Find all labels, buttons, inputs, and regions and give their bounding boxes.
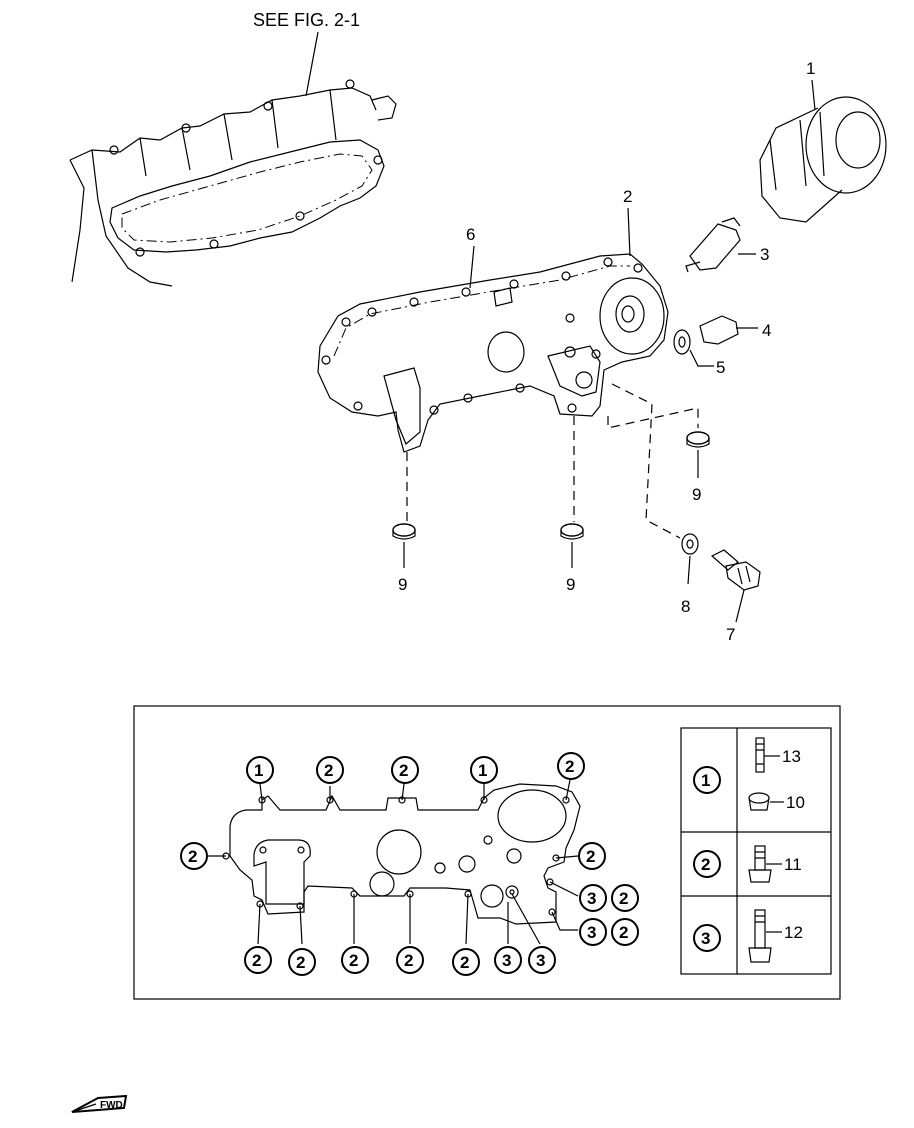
legend-key-1: 1 [701, 771, 710, 790]
plug-center: 9 [560, 416, 584, 594]
bolt-code: 2 [619, 889, 628, 908]
callout-3: 3 [760, 245, 769, 264]
bolt-code: 2 [619, 923, 628, 942]
bolt-code: 2 [188, 847, 197, 866]
legend-part-10: 10 [786, 793, 805, 812]
bolt-layout-frame [133, 705, 841, 1000]
legend-part-13: 13 [782, 747, 801, 766]
legend-key-3: 3 [701, 929, 710, 948]
cylinder-block-reference: SEE FIG. 2-1 [69, 10, 397, 287]
bolt-code: 3 [536, 951, 545, 970]
temperature-sender: 8 7 [611, 383, 761, 644]
bolt-code: 3 [587, 889, 596, 908]
callout-8: 8 [681, 597, 690, 616]
union-bolt: 4 5 [673, 315, 771, 377]
oil-pressure-switch: 3 [685, 217, 769, 273]
fwd-label: FWD [100, 1100, 123, 1111]
callout-1: 1 [806, 59, 815, 78]
bolt-code: 3 [587, 923, 596, 942]
plug-right: 9 [607, 407, 710, 504]
callout-4: 4 [762, 321, 771, 340]
legend-key-2: 2 [701, 855, 710, 874]
bolt-code: 3 [502, 951, 511, 970]
bolt-code: 1 [254, 761, 263, 780]
long-bolt-icon [748, 909, 772, 963]
plug-left: 9 [392, 452, 416, 594]
bolt-code: 2 [296, 953, 305, 972]
callout-6: 6 [466, 225, 475, 244]
short-bolt-icon [748, 845, 772, 883]
bolt-code: 2 [460, 953, 469, 972]
callout-9-right: 9 [692, 485, 701, 504]
bolt-code: 1 [478, 761, 487, 780]
bolt-code: 2 [399, 761, 408, 780]
bolt-key-left: 2 [180, 842, 208, 870]
stud-icon [755, 737, 765, 773]
legend-part-11: 11 [784, 855, 802, 874]
forward-arrow-icon: FWD [71, 1094, 128, 1113]
bolt-code: 2 [349, 951, 358, 970]
callout-7: 7 [726, 625, 735, 644]
bolt-code: 2 [252, 951, 261, 970]
bolt-leaders [208, 779, 579, 945]
gasket-outline [222, 783, 581, 925]
fastener-legend-table: 1 13 10 2 11 3 12 [680, 727, 832, 975]
bolt-code: 2 [586, 847, 595, 866]
callout-9-center: 9 [566, 575, 575, 594]
see-fig-reference: SEE FIG. 2-1 [253, 10, 360, 30]
bolt-key-right: 2 3 2 3 2 [578, 842, 639, 946]
bolt-key-top: 1 2 2 1 2 [246, 752, 585, 784]
bolt-key-bottom: 2 2 2 2 2 3 3 [244, 946, 556, 976]
legend-part-12: 12 [784, 923, 803, 942]
bolt-code: 2 [404, 951, 413, 970]
nut-icon [748, 792, 770, 811]
oil-cooler-housing: 2 6 [317, 187, 669, 453]
bolt-code: 2 [324, 761, 333, 780]
oil-filter: 1 [759, 59, 887, 223]
callout-5: 5 [716, 358, 725, 377]
bolt-code: 2 [565, 757, 574, 776]
callout-2: 2 [623, 187, 632, 206]
callout-9-left: 9 [398, 575, 407, 594]
